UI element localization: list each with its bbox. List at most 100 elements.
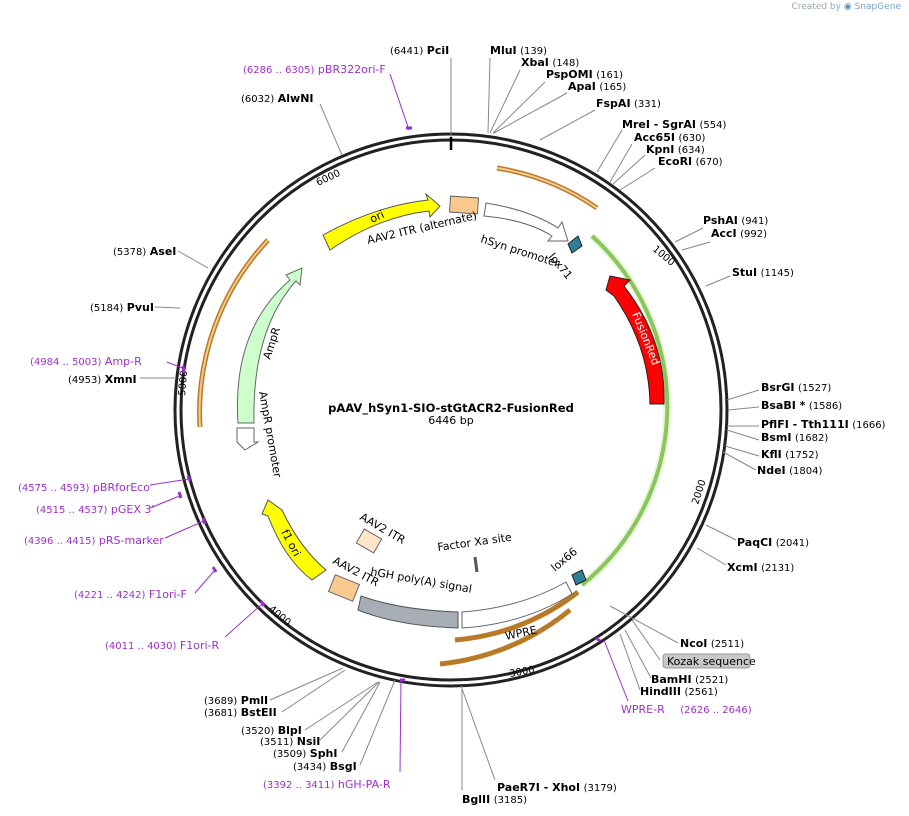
primer-amp-r[interactable]: (4984 .. 5003) Amp-R xyxy=(30,355,142,368)
feature-hsyn[interactable] xyxy=(483,202,569,242)
kozak-badge[interactable] xyxy=(662,653,751,669)
svg-text:PspOMI (161): PspOMI (161) xyxy=(546,68,623,81)
enzyme-kfli[interactable]: KflI xyxy=(761,448,782,461)
enzyme-asei[interactable]: AseI xyxy=(150,245,177,258)
enzyme-paer7i-xhoi[interactable]: PaeR7I - XhoI xyxy=(497,781,580,794)
primer-marks xyxy=(177,126,601,682)
feature-fusionred[interactable] xyxy=(605,275,665,405)
svg-text:ApaI (165): ApaI (165) xyxy=(568,80,626,93)
enzyme-paqci[interactable]: PaqCI xyxy=(737,536,772,549)
svg-text:BsmI (1682): BsmI (1682) xyxy=(761,431,828,444)
primer-pbrforeco[interactable]: (4575 .. 4593) pBRforEco xyxy=(18,481,150,494)
enzyme-sphi[interactable]: SphI xyxy=(310,747,338,760)
feature-aav2itr-alt[interactable] xyxy=(448,195,480,215)
svg-text:MreI - SgrAI (554): MreI - SgrAI (554) xyxy=(622,118,726,131)
orf-arc-2 xyxy=(439,608,572,667)
enzyme-mrei-sgrai[interactable]: MreI - SgrAI xyxy=(622,118,696,131)
primer-pgex3[interactable]: (4515 .. 4537) pGEX 3' xyxy=(36,503,154,516)
svg-text:AccI (992): AccI (992) xyxy=(711,227,767,240)
plasmid-size: 6446 bp xyxy=(428,414,473,427)
label-ampr-promoter: AmpR promoter xyxy=(256,390,284,479)
enzyme-mlui[interactable]: MluI xyxy=(490,44,517,57)
enzyme-bsmi[interactable]: BsmI xyxy=(761,431,792,444)
tick-3000: 3000 xyxy=(509,665,536,680)
orf-arc-3 xyxy=(454,590,580,643)
enzyme-pmli[interactable]: PmlI xyxy=(241,694,268,707)
svg-text:(3520) BlpI: (3520) BlpI xyxy=(241,724,302,737)
enzyme-pflfi-tth111i[interactable]: PflFI - Tth111I xyxy=(761,418,849,431)
feature-f1ori[interactable] xyxy=(261,499,327,581)
svg-text:Acc65I (630): Acc65I (630) xyxy=(634,131,705,144)
primer-f1ori-f[interactable]: (4221 .. 4242) F1ori-F xyxy=(74,588,187,601)
tick-5000: 5000 xyxy=(177,370,190,396)
enzyme-pvui[interactable]: PvuI xyxy=(127,301,154,314)
svg-text:PaeR7I - XhoI (3179): PaeR7I - XhoI (3179) xyxy=(497,781,617,794)
feature-ampr-promoter[interactable] xyxy=(236,427,260,451)
svg-text:BsaBI * (1586): BsaBI * (1586) xyxy=(761,399,842,412)
svg-text:(6032) AlwNI: (6032) AlwNI xyxy=(241,92,314,105)
enzyme-ndei[interactable]: NdeI xyxy=(757,464,786,477)
feature-lox71[interactable] xyxy=(567,235,583,254)
enzyme-bsteii[interactable]: BstEII xyxy=(241,706,277,719)
feature-aav2itr-1[interactable] xyxy=(355,528,383,554)
label-ori: ori xyxy=(368,208,386,226)
feature-hgh[interactable] xyxy=(357,595,459,629)
enzyme-fspai[interactable]: FspAI xyxy=(596,97,631,110)
enzyme-pshai[interactable]: PshAI xyxy=(703,214,738,227)
enzyme-alwni[interactable]: AlwNI xyxy=(278,92,314,105)
kozak-label: Kozak sequence xyxy=(667,655,756,668)
svg-text:PflFI - Tth111I (1666): PflFI - Tth111I (1666) xyxy=(761,418,886,431)
enzyme-hindiii[interactable]: HindIII xyxy=(640,685,681,698)
enzyme-blpi[interactable]: BlpI xyxy=(278,724,302,737)
feature-wpre[interactable] xyxy=(461,581,573,629)
feature-ori[interactable] xyxy=(322,192,441,251)
enzyme-acc65i[interactable]: Acc65I xyxy=(634,131,675,144)
label-factorxa: Factor Xa site xyxy=(437,531,513,554)
svg-text:BsrGI (1527): BsrGI (1527) xyxy=(761,381,831,394)
tick-6000: 6000 xyxy=(315,168,343,189)
enzyme-xbai[interactable]: XbaI xyxy=(521,56,549,69)
enzyme-nsii[interactable]: NsiI xyxy=(297,735,321,748)
svg-text:StuI (1145): StuI (1145) xyxy=(732,266,794,279)
svg-text:(3689) PmlI: (3689) PmlI xyxy=(204,694,268,707)
primer-f1ori-r[interactable]: (4011 .. 4030) F1ori-R xyxy=(105,639,220,652)
svg-text:(3509) SphI: (3509) SphI xyxy=(273,747,338,760)
svg-text:MluI (139): MluI (139) xyxy=(490,44,547,57)
label-hgh: hGH poly(A) signal xyxy=(369,565,472,596)
enzyme-xcmi[interactable]: XcmI xyxy=(727,561,758,574)
enzyme-ncoi[interactable]: NcoI xyxy=(680,637,707,650)
feature-factorxa[interactable] xyxy=(473,556,479,573)
primer-prs-marker[interactable]: (4396 .. 4415) pRS-marker xyxy=(24,534,164,547)
feature-lox66[interactable] xyxy=(571,569,587,586)
primer-hgh-pa-r[interactable]: (3392 .. 3411) hGH-PA-R xyxy=(263,778,391,791)
svg-text:PshAI (941): PshAI (941) xyxy=(703,214,768,227)
feature-ampr[interactable] xyxy=(236,267,303,424)
svg-text:XcmI (2131): XcmI (2131) xyxy=(727,561,794,574)
svg-text:(5184) PvuI: (5184) PvuI xyxy=(90,301,154,314)
enzyme-xmni[interactable]: XmnI xyxy=(105,373,137,386)
enzyme-kpni[interactable]: KpnI xyxy=(646,143,674,156)
svg-text:(3511) NsiI: (3511) NsiI xyxy=(260,735,320,748)
enzyme-ecori[interactable]: EcoRI xyxy=(658,155,692,168)
svg-text:(6441) PciI: (6441) PciI xyxy=(390,44,449,57)
enzyme-bglii[interactable]: BglII xyxy=(462,793,490,806)
enzyme-acci[interactable]: AccI xyxy=(711,227,737,240)
enzyme-pcii[interactable]: PciI xyxy=(427,44,449,57)
label-lox66: lox66 xyxy=(549,545,580,574)
feature-aav2itr-2[interactable] xyxy=(327,574,361,602)
enzyme-pspomi[interactable]: PspOMI xyxy=(546,68,593,81)
enzyme-bsrgi[interactable]: BsrGI xyxy=(761,381,794,394)
enzyme-bsgi[interactable]: BsgI xyxy=(330,760,357,773)
primer-wpre-r[interactable]: WPRE-R (2626 .. 2646) xyxy=(621,703,752,716)
enzyme-bamhi[interactable]: BamHI xyxy=(651,673,692,686)
enzyme-bsabi[interactable]: BsaBI * xyxy=(761,399,806,412)
svg-text:HindIII (2561): HindIII (2561) xyxy=(640,685,718,698)
plasmid-name: pAAV_hSyn1-SIO-stGtACR2-FusionRed xyxy=(328,401,574,416)
enzyme-stui[interactable]: StuI xyxy=(732,266,757,279)
svg-text:NdeI (1804): NdeI (1804) xyxy=(757,464,822,477)
svg-text:KflI (1752): KflI (1752) xyxy=(761,448,819,461)
svg-text:BamHI (2521): BamHI (2521) xyxy=(651,673,728,686)
enzyme-apai[interactable]: ApaI xyxy=(568,80,596,93)
svg-text:BglII (3185): BglII (3185) xyxy=(462,793,527,806)
primer-pbr322ori-f[interactable]: (6286 .. 6305) pBR322ori-F xyxy=(243,63,386,76)
